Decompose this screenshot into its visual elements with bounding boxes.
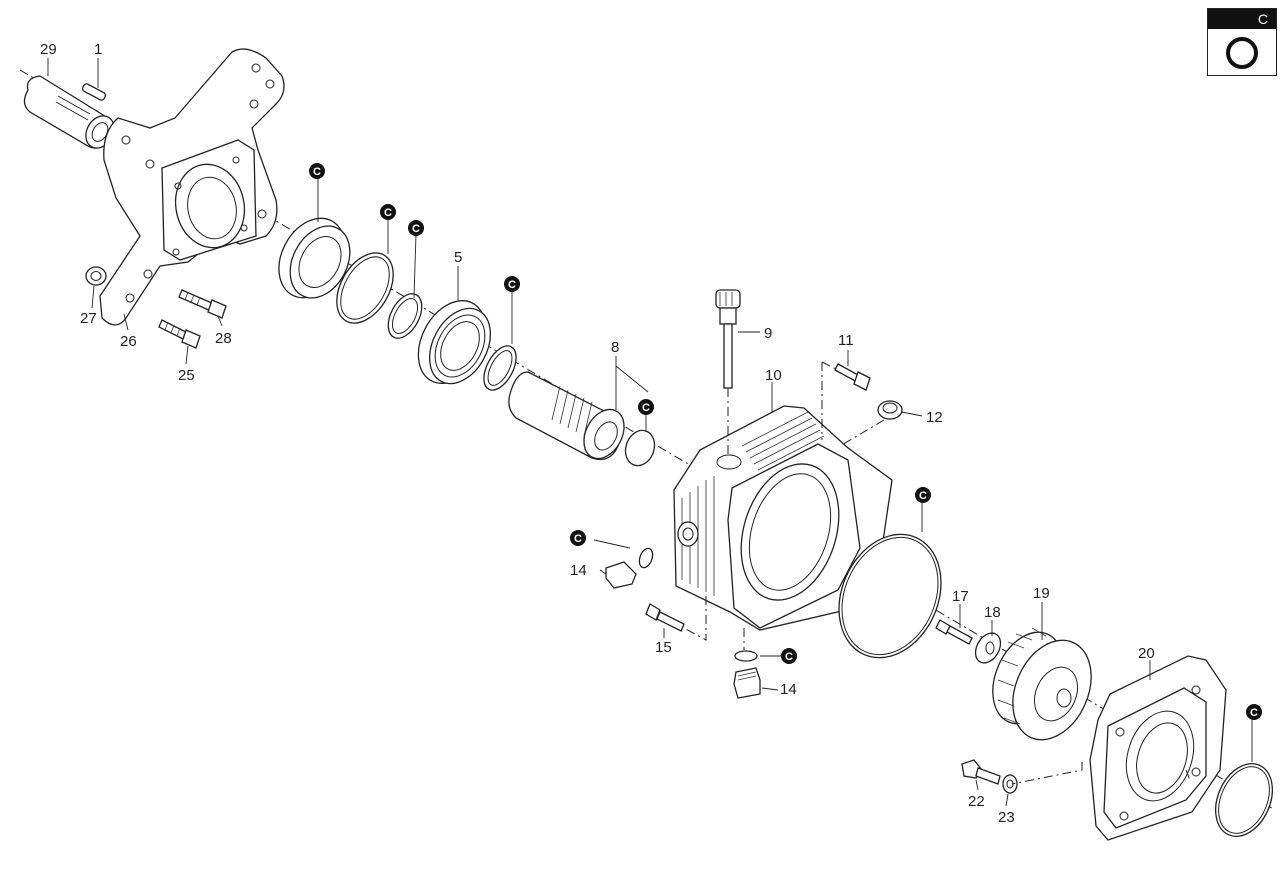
bolt-11-part — [834, 363, 871, 391]
consumable-legend: C — [1207, 8, 1277, 76]
ball-bearing-part — [417, 300, 491, 385]
housing-o-ring-part — [838, 533, 942, 659]
c-marker: C — [380, 204, 396, 220]
dipstick-part — [715, 289, 741, 389]
key-part — [81, 83, 107, 101]
c-marker: C — [408, 220, 424, 236]
svg-text:C: C — [574, 533, 582, 545]
label-23: 23 — [998, 809, 1015, 826]
bolt-15-part — [645, 603, 685, 632]
gearbox-housing-part — [673, 405, 893, 631]
washer-18-part — [974, 632, 1002, 664]
o-ring-seal-icon — [1226, 37, 1258, 69]
cover-20-part — [1089, 655, 1227, 841]
label-28: 28 — [215, 330, 232, 347]
label-12: 12 — [926, 409, 943, 426]
gear-19-part — [992, 627, 1092, 741]
label-10: 10 — [765, 367, 782, 384]
label-29: 29 — [40, 41, 57, 58]
c-marker: C — [915, 487, 931, 503]
svg-text:C: C — [642, 402, 650, 414]
label-11: 11 — [838, 332, 854, 349]
cover-o-ring-part — [1215, 763, 1273, 837]
label-14-bottom: 14 — [780, 681, 797, 698]
c-marker: C — [504, 276, 520, 292]
svg-text:C: C — [1250, 707, 1258, 719]
label-14-side: 14 — [570, 562, 587, 579]
svg-text:C: C — [384, 207, 392, 219]
label-17: 17 — [952, 588, 969, 605]
mounting-flange-part — [99, 48, 285, 326]
splined-shaft-part — [508, 371, 625, 461]
svg-text:C: C — [919, 490, 927, 502]
label-1: 1 — [94, 41, 102, 58]
svg-text:C: C — [508, 279, 516, 291]
label-19: 19 — [1033, 585, 1050, 602]
svg-text:C: C — [412, 223, 420, 235]
label-26: 26 — [120, 333, 137, 350]
c-marker: C — [781, 648, 797, 664]
plug-12-part — [877, 400, 903, 420]
label-15: 15 — [655, 639, 672, 656]
drain-plug-side-part — [605, 547, 654, 589]
label-25: 25 — [178, 367, 195, 384]
label-27: 27 — [80, 310, 97, 327]
snap-ring-part — [387, 293, 423, 339]
retaining-ring-part — [336, 252, 394, 324]
bushing-part — [85, 266, 107, 286]
c-marker: C — [638, 399, 654, 415]
c-marker: C — [309, 163, 325, 179]
legend-code: C — [1208, 9, 1276, 29]
bolt-17-part — [935, 619, 973, 645]
bolt-28-part — [178, 289, 227, 319]
svg-text:C: C — [785, 651, 793, 663]
circlip-part — [483, 345, 517, 391]
plug-cap-part — [624, 429, 656, 467]
label-8: 8 — [611, 339, 619, 356]
bolt-22-part — [961, 759, 1001, 785]
label-22: 22 — [968, 793, 985, 810]
shaft-seal-part — [278, 217, 351, 299]
leader-lines — [47, 58, 1253, 807]
drain-plug-bottom-part — [733, 650, 761, 699]
part-labels: 29 1 27 26 25 28 5 8 9 10 11 12 14 14 15… — [40, 41, 1155, 826]
bolt-25-part — [158, 319, 201, 349]
label-9: 9 — [764, 325, 772, 342]
label-20: 20 — [1138, 645, 1155, 662]
svg-text:C: C — [313, 166, 321, 178]
c-marker: C — [1246, 704, 1262, 720]
consumable-markers: C C C C C C C C C — [309, 163, 1262, 720]
label-5: 5 — [454, 249, 462, 266]
c-marker: C — [570, 530, 586, 546]
label-18: 18 — [984, 604, 1001, 621]
washer-23-part — [1002, 774, 1018, 794]
